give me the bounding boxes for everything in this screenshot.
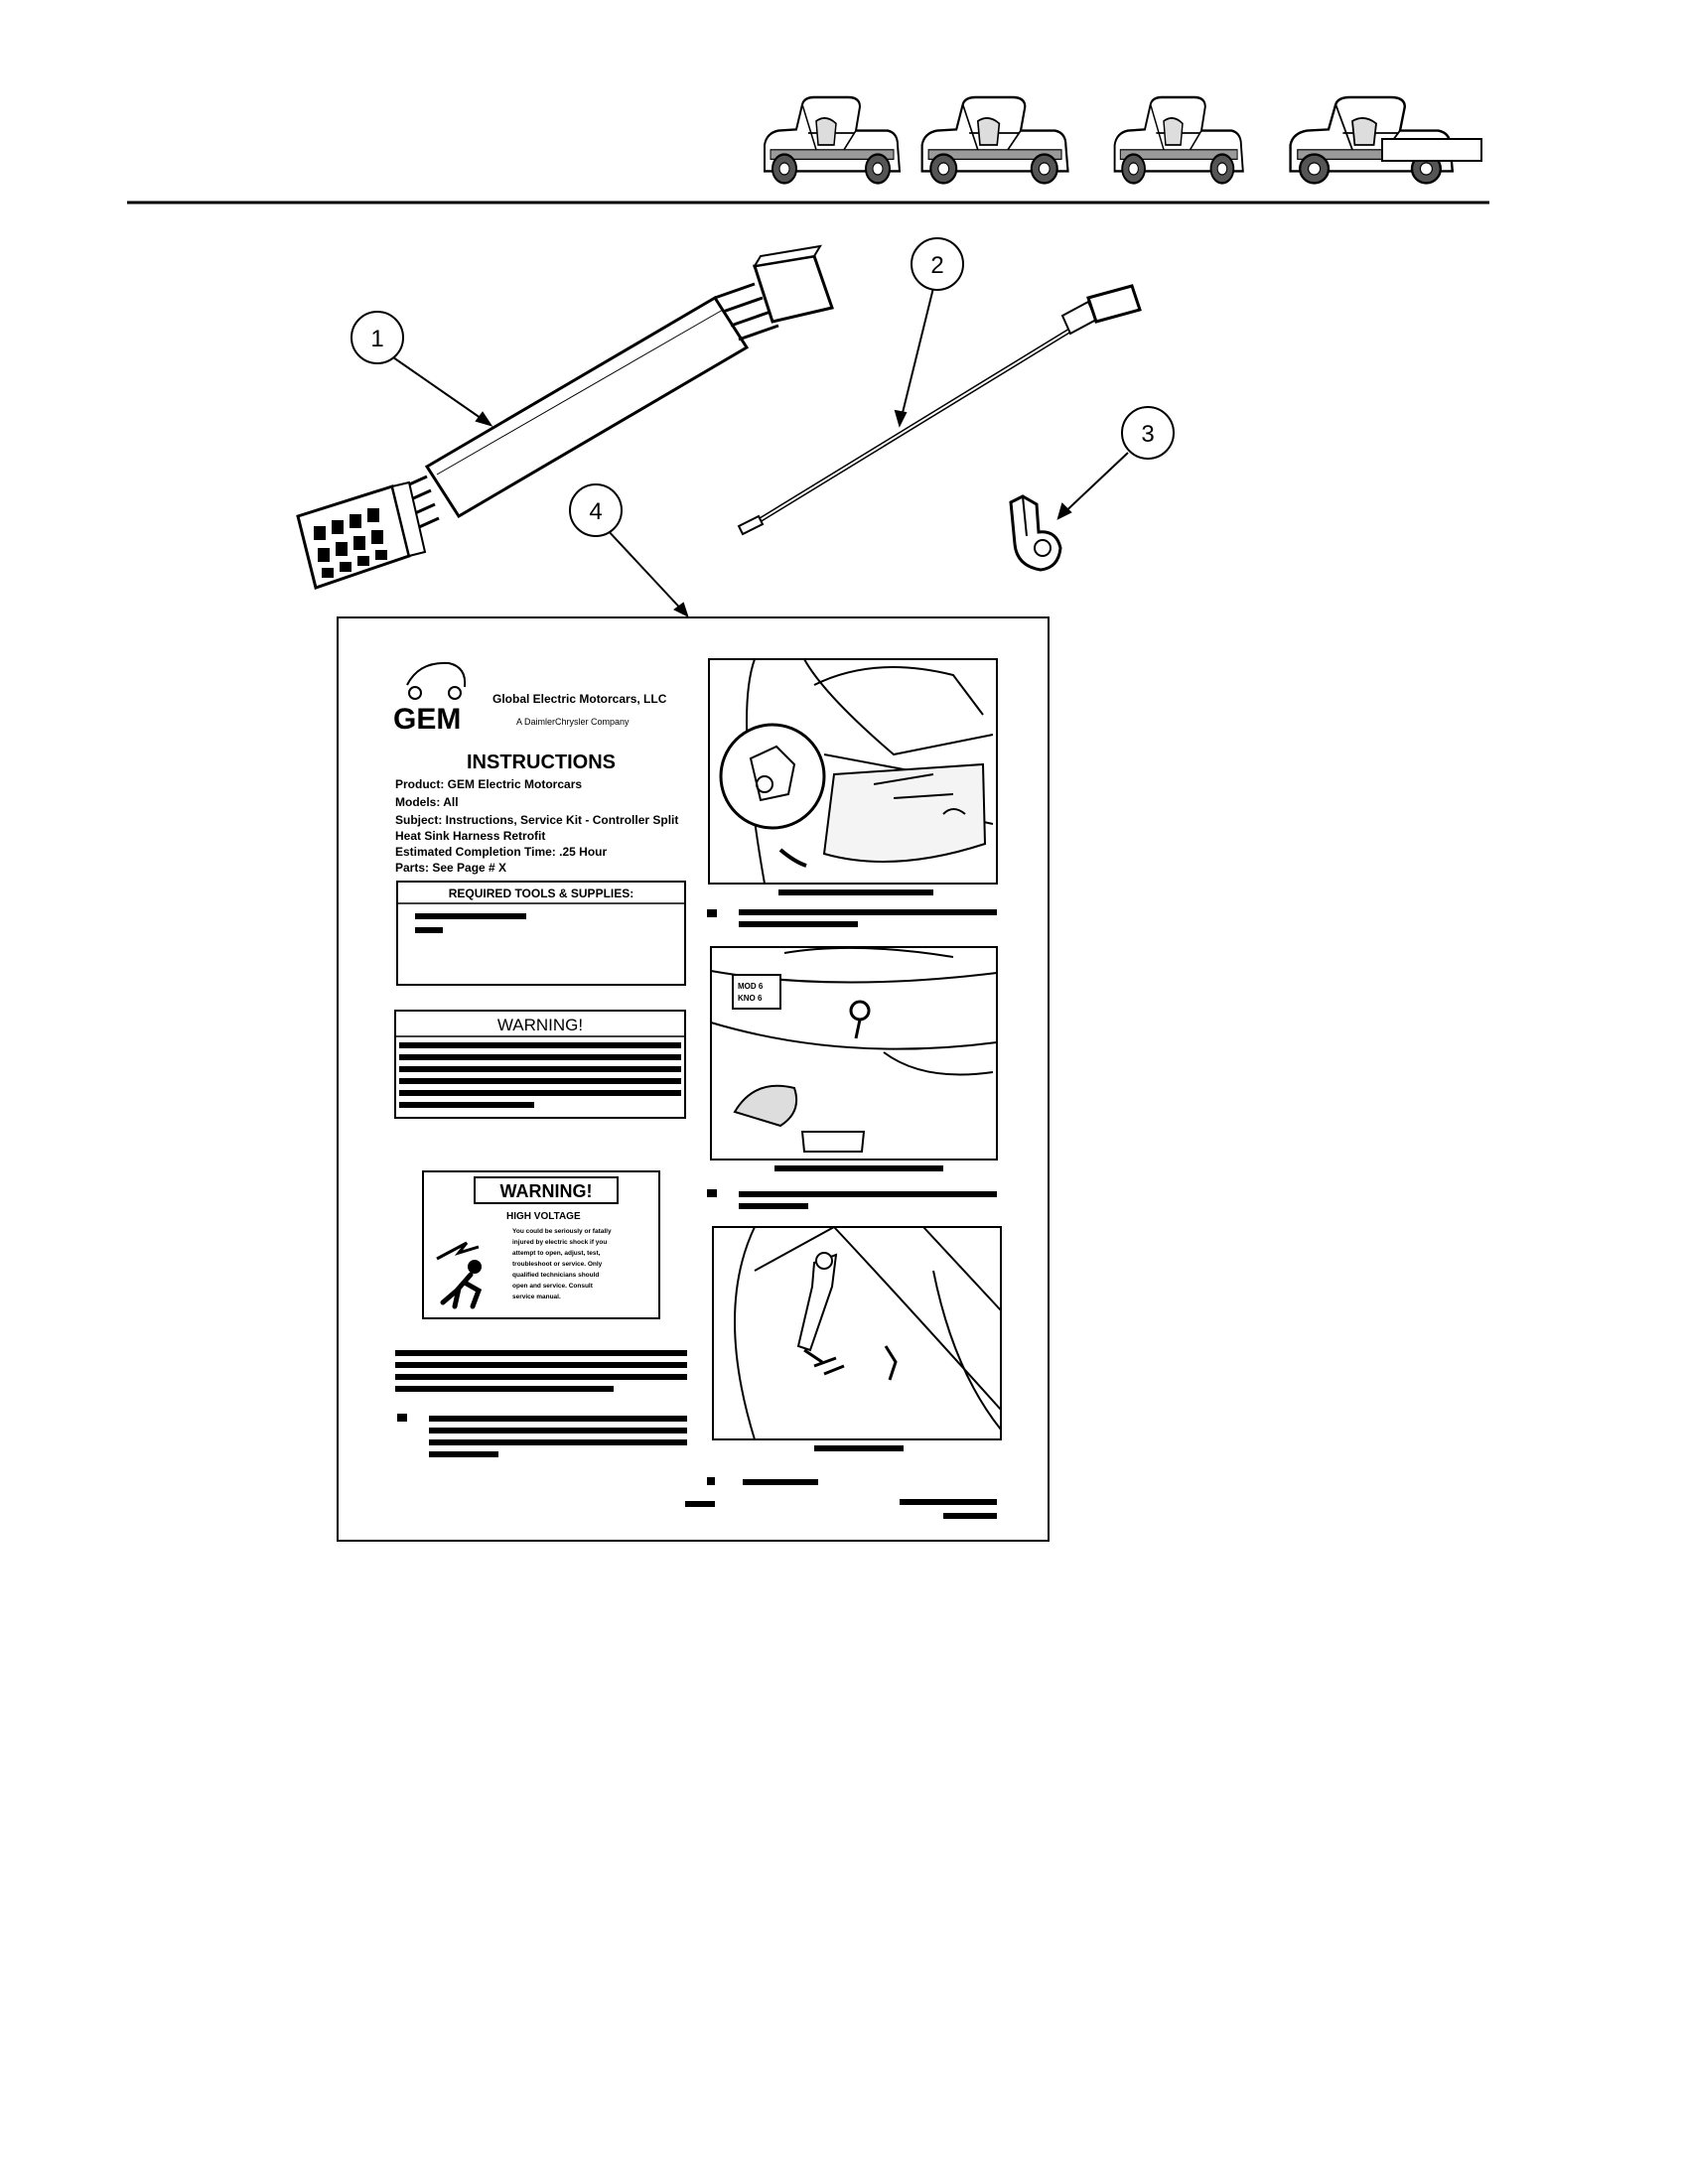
hv-line-1: You could be seriously or fatally <box>512 1228 612 1235</box>
detail-models: Models: All <box>395 795 459 809</box>
part-2-lead-wire <box>737 284 1142 536</box>
callout-4: 4 <box>569 483 623 537</box>
detail-parts: Parts: See Page # X <box>395 861 506 875</box>
callout-2-label: 2 <box>930 252 943 279</box>
hv-line-6: open and service. Consult <box>512 1283 594 1290</box>
sheet-heading: INSTRUCTIONS <box>467 751 616 773</box>
gem-logo: GEM <box>393 661 467 736</box>
callout-4-label: 4 <box>589 498 602 525</box>
callout-1-label: 1 <box>370 326 383 352</box>
callout-leaders <box>392 287 1129 617</box>
vehicle-two-seat-icon <box>763 95 902 185</box>
step-photo-1 <box>708 658 998 885</box>
part-1-harness <box>296 244 834 590</box>
company-name: Global Electric Motorcars, LLC <box>492 692 667 706</box>
step-photo-2: MOD 6 KNO 6 <box>710 946 998 1160</box>
sheet-details: Product: GEM Electric Motorcars Models: … <box>395 777 678 875</box>
hv-line-2: injured by electric shock if you <box>512 1239 607 1246</box>
detail-subject: Subject: Instructions, Service Kit - Con… <box>395 813 678 827</box>
electric-shock-icon <box>436 1241 483 1309</box>
hv-warning-heading: WARNING! <box>500 1181 593 1201</box>
tools-heading: REQUIRED TOOLS & SUPPLIES: <box>449 887 633 900</box>
logo-wordmark: GEM <box>393 703 461 736</box>
hv-line-3: attempt to open, adjust, test, <box>512 1250 601 1257</box>
vehicle-lineup <box>763 95 1482 185</box>
step-photo-3 <box>712 1226 1002 1440</box>
detail-product: Product: GEM Electric Motorcars <box>395 777 582 791</box>
high-voltage-label: WARNING! HIGH VOLTAGE You could be serio… <box>422 1170 660 1319</box>
hv-line-5: qualified technicians should <box>512 1272 599 1279</box>
vehicle-utility-icon <box>1113 95 1245 185</box>
body-text-redacted <box>395 1350 687 1457</box>
hv-line-4: troubleshoot or service. Only <box>512 1261 603 1268</box>
warning-heading: WARNING! <box>497 1016 583 1034</box>
photo2-tag-line-2: KNO 6 <box>738 994 763 1003</box>
hv-subheading: HIGH VOLTAGE <box>506 1211 581 1222</box>
part-3-clip <box>1009 494 1062 572</box>
hv-line-7: service manual. <box>512 1294 561 1300</box>
callout-2: 2 <box>911 237 964 291</box>
part-4-instruction-sheet: GEM Global Electric Motorcars, LLC A Dai… <box>337 616 1050 1542</box>
photo2-tag-line-1: MOD 6 <box>738 982 764 991</box>
vehicle-four-seat-icon <box>920 95 1069 185</box>
flatbed-cargo <box>1381 138 1482 162</box>
callout-3-label: 3 <box>1141 421 1154 448</box>
detail-time: Estimated Completion Time: .25 Hour <box>395 845 607 859</box>
callout-1: 1 <box>351 311 404 364</box>
required-tools-box: REQUIRED TOOLS & SUPPLIES: <box>396 881 686 986</box>
callout-3: 3 <box>1121 406 1175 460</box>
detail-subject-cont: Heat Sink Harness Retrofit <box>395 829 545 843</box>
warning-box: WARNING! <box>394 1010 686 1119</box>
company-tagline: A DaimlerChrysler Company <box>516 717 630 727</box>
